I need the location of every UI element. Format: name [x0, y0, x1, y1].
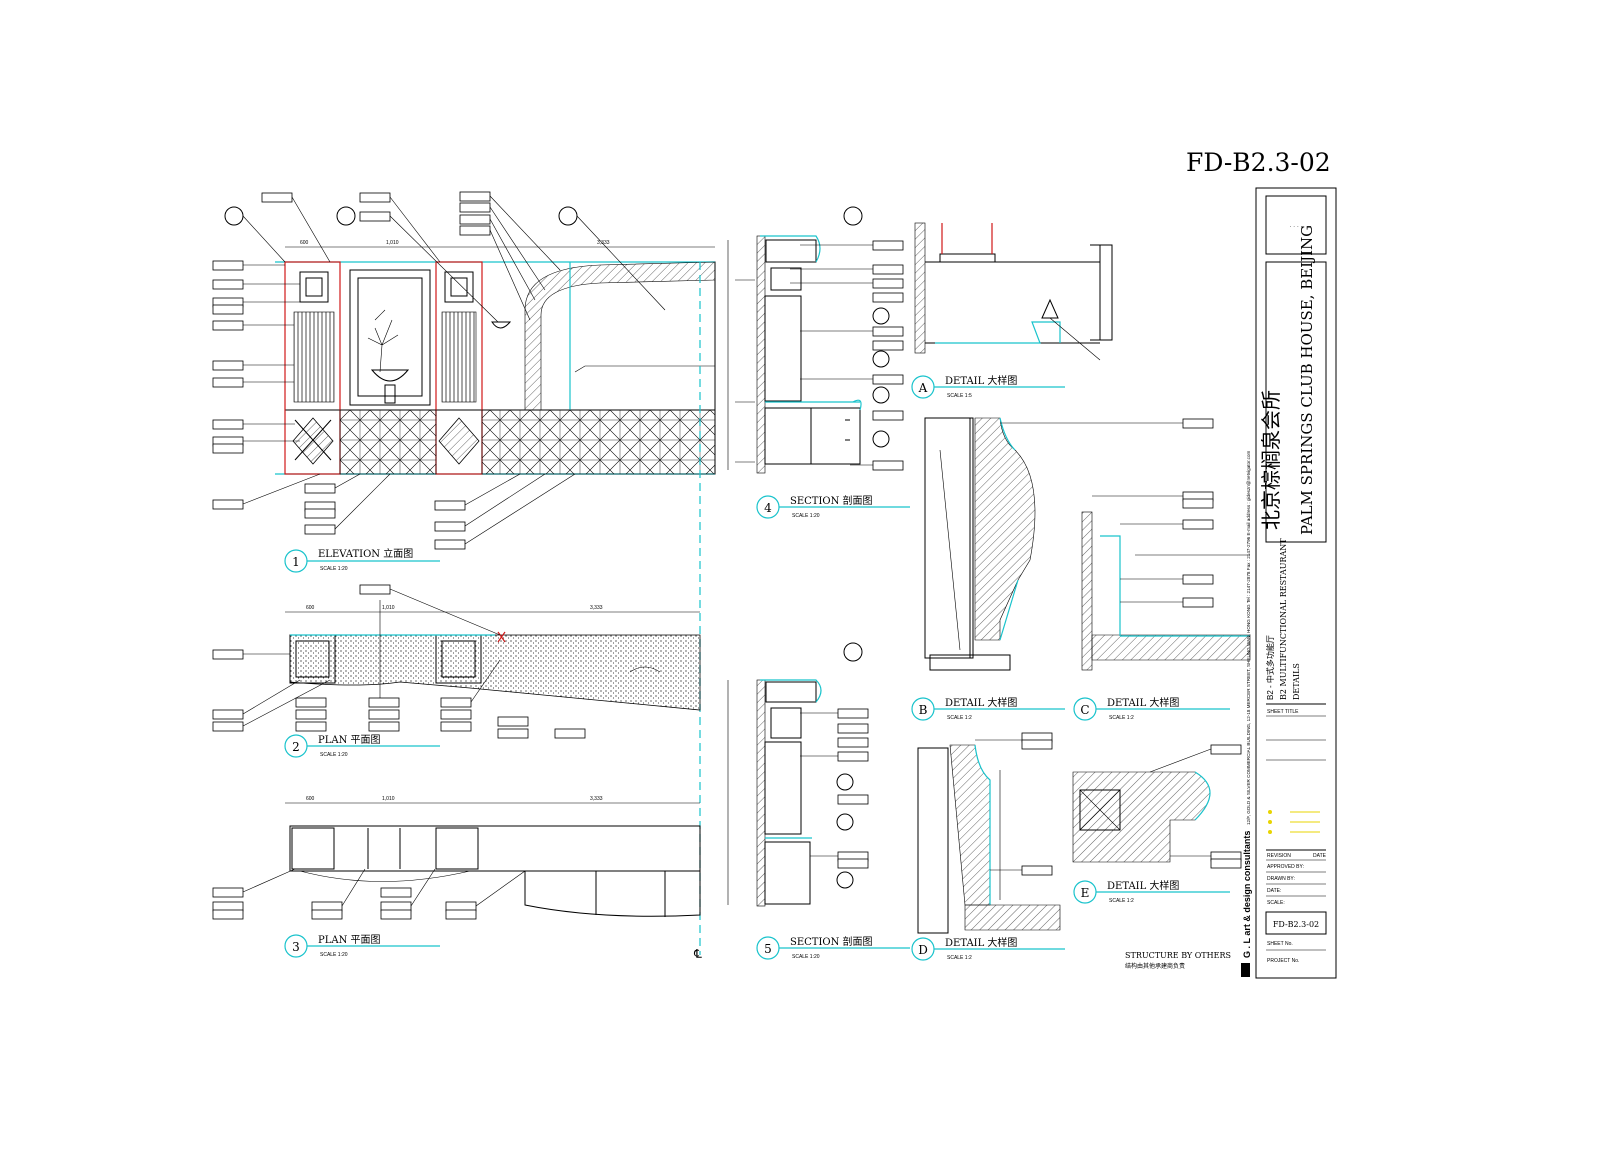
- date-label: DATE: [1313, 853, 1327, 859]
- plan-view-3: 600 1,010 3,333: [285, 796, 701, 917]
- sheet-no-value: FD-B2.3-02: [1273, 920, 1319, 929]
- detail-c: [1081, 511, 1251, 671]
- view-d-scale: SCALE 1:2: [947, 955, 972, 961]
- view-1-number: 1: [292, 555, 300, 569]
- drawing-title-en: B2 MULTIFUNCTIONAL RESTAURANT: [1279, 538, 1288, 700]
- structure-note: STRUCTURE BY OTHERS: [1125, 951, 1231, 960]
- view-title-2: 2 PLAN 平面图 SCALE 1:20: [284, 734, 440, 758]
- dim-b: 1,010: [386, 240, 399, 246]
- view-title-e: E DETAIL 大样图 SCALE 1:2: [1073, 879, 1230, 904]
- view-b-title: DETAIL 大样图: [945, 696, 1017, 709]
- view-b-scale: SCALE 1:2: [947, 715, 972, 721]
- detail-a: [914, 222, 1113, 361]
- revision-marks: [1268, 810, 1320, 834]
- section-view-5: [727, 642, 863, 907]
- detail-b: [924, 417, 1036, 671]
- project-no-label: PROJECT No.: [1267, 958, 1299, 964]
- view-title-4: 4 SECTION 剖面图 SCALE 1:20: [756, 494, 910, 519]
- project-name-en: PALM SPRINGS CLUB HOUSE, BEIJING: [1298, 225, 1316, 535]
- plan2-dim-c: 3,333: [590, 605, 603, 611]
- detail-e: [1072, 744, 1242, 869]
- view-5-number: 5: [764, 942, 772, 956]
- view-e-title: DETAIL 大样图: [1107, 879, 1179, 892]
- section-view-4: [727, 206, 890, 474]
- firm-name: G . L art & design consultants: [1242, 831, 1252, 958]
- view-3-scale: SCALE 1:20: [320, 952, 348, 958]
- view-d-number: D: [918, 943, 928, 957]
- dim-a: 600: [300, 240, 309, 246]
- drawing-title-cn: B2 - 中式多功能厅: [1265, 635, 1275, 700]
- view-title-a: A DETAIL 大样图 SCALE 1:5: [911, 374, 1065, 399]
- drawn-label: DRAWN BY:: [1267, 876, 1295, 882]
- view-a-number: A: [918, 381, 928, 395]
- view-4-number: 4: [764, 501, 772, 515]
- scale-label: SCALE:: [1267, 900, 1285, 906]
- seal-placeholder: · · · ·: [1290, 224, 1303, 230]
- view-2-title: PLAN 平面图: [318, 734, 381, 746]
- plan3-dim-b: 1,010: [382, 796, 395, 802]
- view-3-title: PLAN 平面图: [318, 934, 381, 946]
- sheet-no-label: SHEET No.: [1267, 941, 1293, 947]
- firm-address: 12/F, GOLD & SILVER COMMERCIAL BUILDING,…: [1246, 450, 1251, 825]
- plan2-dim-a: 600: [306, 605, 315, 611]
- material-tags-section4: [790, 240, 904, 471]
- view-title-c: C DETAIL 大样图 SCALE 1:2: [1073, 696, 1230, 721]
- detail-d: [917, 744, 1061, 934]
- revision-label: REVISION: [1267, 853, 1291, 859]
- view-c-title: DETAIL 大样图: [1107, 696, 1179, 709]
- centerline-icon: ℄: [693, 947, 702, 961]
- plan3-dim-a: 600: [306, 796, 315, 802]
- view-a-title: DETAIL 大样图: [945, 374, 1017, 387]
- plan3-dim-c: 3,333: [590, 796, 603, 802]
- plan-view-2: 600 1,010 3,333: [285, 600, 701, 711]
- view-4-scale: SCALE 1:20: [792, 513, 820, 519]
- material-tags-section5: [800, 708, 869, 869]
- view-e-number: E: [1081, 886, 1090, 900]
- material-tags-plan2: [212, 584, 586, 739]
- date2-label: DATE:: [1267, 888, 1281, 894]
- view-b-number: B: [919, 703, 928, 717]
- view-title-b: B DETAIL 大样图 SCALE 1:2: [911, 696, 1065, 721]
- view-e-scale: SCALE 1:2: [1109, 898, 1134, 904]
- material-tags-detail-bc: [1000, 418, 1214, 608]
- title-block: · · · · 北京棕榈泉会所 PALM SPRINGS CLUB HOUSE,…: [1255, 187, 1337, 979]
- structure-note-cn: 结构由其他承建商负责: [1125, 962, 1185, 970]
- project-name-cn: 北京棕榈泉会所: [1260, 390, 1283, 530]
- view-5-title: SECTION 剖面图: [790, 935, 873, 948]
- view-3-number: 3: [292, 940, 300, 954]
- view-title-3: 3 PLAN 平面图 SCALE 1:20: [284, 934, 440, 958]
- view-1-scale: SCALE 1:20: [320, 566, 348, 572]
- drawing-subtitle: DETAILS: [1292, 663, 1301, 700]
- view-a-scale: SCALE 1:5: [947, 393, 972, 399]
- view-2-scale: SCALE 1:20: [320, 752, 348, 758]
- sheet-title-label: SHEET TITLE: [1267, 709, 1299, 715]
- elevation-view-1: 600 1,010 3,333: [224, 206, 716, 955]
- material-tags-plan3: [212, 868, 526, 920]
- view-d-title: DETAIL 大样图: [945, 936, 1017, 949]
- firm-strip: G . L art & design consultants 12/F, GOL…: [1241, 450, 1252, 977]
- material-tags-detail-d: [975, 732, 1053, 876]
- view-c-number: C: [1080, 703, 1089, 717]
- view-1-title: ELEVATION 立面图: [318, 547, 413, 560]
- view-5-scale: SCALE 1:20: [792, 954, 820, 960]
- dim-c: 3,333: [597, 240, 610, 246]
- view-title-5: 5 SECTION 剖面图 SCALE 1:20: [756, 935, 910, 960]
- view-title-1: 1 ELEVATION 立面图 SCALE 1:20: [284, 547, 440, 573]
- plan2-dim-b: 1,010: [382, 605, 395, 611]
- sheet-number: FD-B2.3-02: [1186, 148, 1331, 177]
- approved-label: APPROVED BY:: [1267, 864, 1304, 870]
- view-2-number: 2: [292, 740, 300, 754]
- view-c-scale: SCALE 1:2: [1109, 715, 1134, 721]
- view-4-title: SECTION 剖面图: [790, 494, 873, 507]
- view-title-d: D DETAIL 大样图 SCALE 1:2: [911, 936, 1065, 961]
- material-tags-elevation: [212, 191, 576, 550]
